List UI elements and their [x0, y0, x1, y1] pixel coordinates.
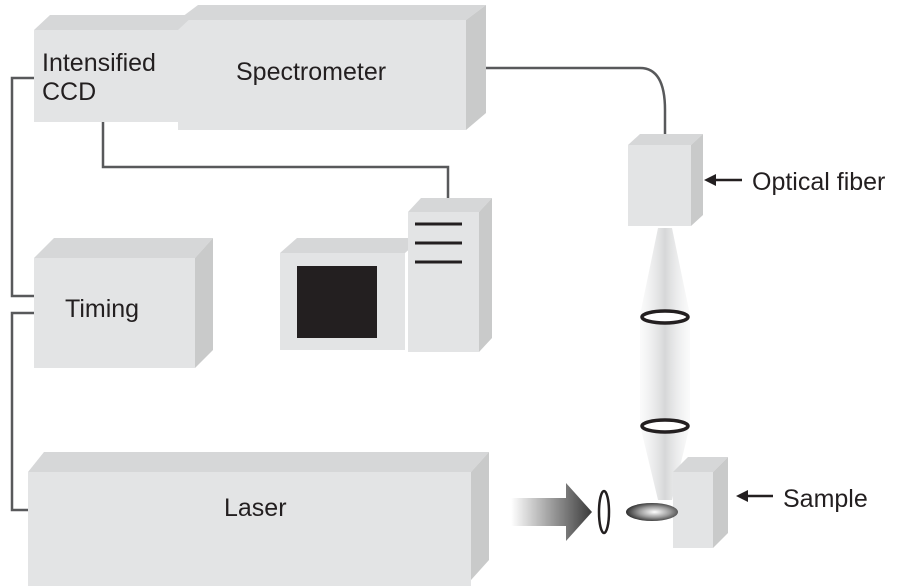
optical-fiber-cable	[478, 66, 667, 136]
timing-label: Timing	[65, 295, 139, 323]
ccd-computer-wire	[101, 122, 450, 203]
sample-block	[673, 457, 728, 548]
monitor-screen	[297, 266, 377, 338]
laser-box	[28, 452, 489, 586]
intensified-ccd-box	[34, 15, 194, 122]
sample-label: Sample	[783, 485, 868, 513]
arrow-icon	[704, 174, 773, 502]
timing-laser-wire	[10, 311, 34, 512]
upper-lens	[640, 309, 690, 325]
spectrometer-label: Spectrometer	[236, 58, 386, 86]
ccd-label-line2: CCD	[42, 78, 96, 106]
connection-lines	[10, 66, 667, 512]
spectrometer-box	[178, 5, 486, 130]
plasma-spot	[626, 503, 678, 521]
lower-lens	[640, 418, 690, 434]
laser-beam-arrow	[511, 483, 592, 541]
lens-icon	[597, 309, 690, 535]
ccd-timing-wire	[10, 76, 34, 298]
ccd-label-line1: Intensified	[42, 49, 156, 77]
focusing-lens	[597, 489, 611, 535]
computer-icon	[280, 198, 492, 352]
light-collection-cone	[640, 228, 690, 500]
computer-tower	[408, 212, 479, 352]
timing-box	[34, 238, 213, 368]
optical-fiber-label: Optical fiber	[752, 168, 885, 196]
laser-label: Laser	[224, 494, 287, 522]
optical-fiber-box	[628, 134, 703, 226]
